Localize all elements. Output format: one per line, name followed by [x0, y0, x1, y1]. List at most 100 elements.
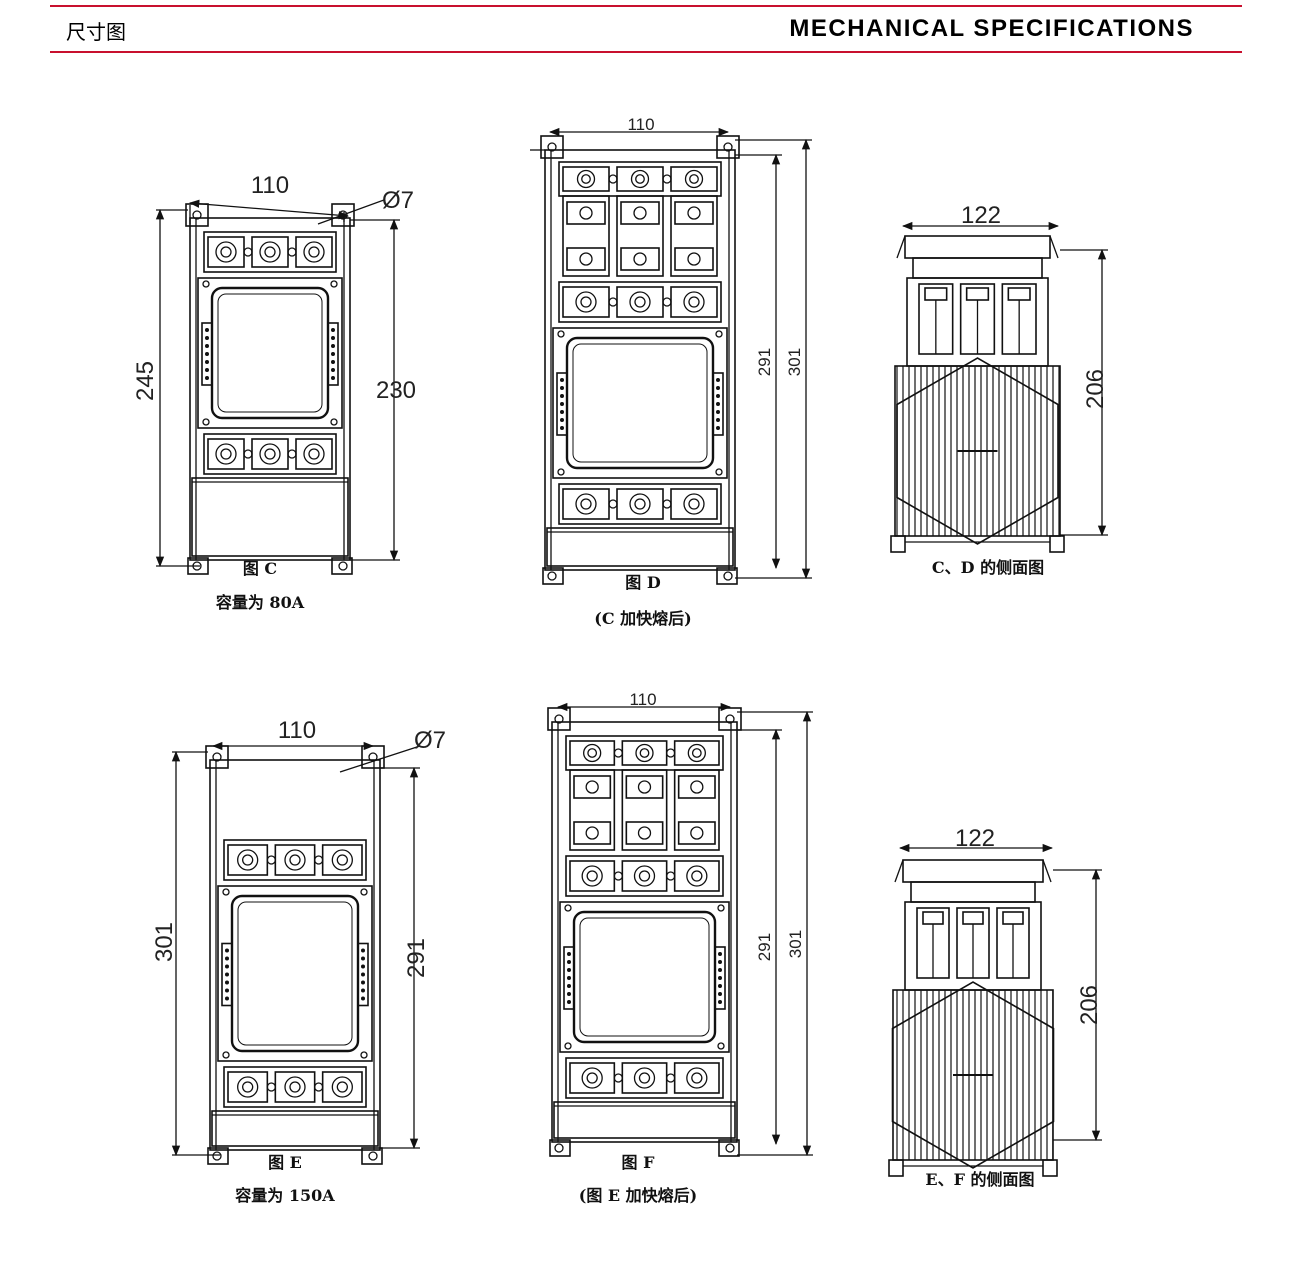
terminal-separator-screw: [666, 748, 676, 758]
indicator-strip-outline: [714, 946, 726, 1010]
terminal-block-outline: [223, 839, 367, 881]
module-window: [230, 894, 360, 1053]
module-body: [552, 327, 728, 479]
terminal-screw-center: [220, 448, 232, 460]
mount-foot-right: [716, 567, 738, 585]
body-screw: [360, 1051, 368, 1059]
terminal-screw: [284, 849, 306, 871]
figure-c-hole-dim: Ø7: [382, 187, 414, 214]
terminal-screw: [683, 493, 705, 515]
side-terminal-nut: [965, 287, 990, 301]
fuse-bottom-clip: [620, 247, 660, 271]
fan-outline: [896, 357, 1059, 545]
module-window: [210, 286, 330, 420]
indicator-dot: [361, 980, 365, 985]
indicator-strip-outline: [563, 946, 575, 1010]
figure-c-subcaption: 容量为 80A: [215, 593, 305, 612]
terminal-separator-screw: [608, 499, 618, 509]
terminal-separator-screw: [662, 297, 672, 307]
figure-c-height-outer-dim: 245: [132, 361, 159, 401]
figure-f-caption: 图 F: [622, 1153, 656, 1172]
side-foot-right: [1042, 1159, 1058, 1177]
terminal-screw-center: [308, 246, 320, 258]
terminal-screw-center: [264, 246, 276, 258]
indicator-dot: [225, 948, 229, 953]
body-screw: [564, 904, 572, 912]
terminal-separator-screw: [613, 1073, 623, 1083]
indicator-strip-left: [221, 942, 233, 1007]
side-handle-edge-left: [896, 235, 906, 259]
terminal-block-bottom: [203, 433, 337, 475]
terminal-screw: [633, 1067, 656, 1089]
indicator-dot: [560, 386, 564, 390]
fuse-body: [670, 195, 718, 277]
fuse-body: [616, 195, 664, 277]
side-ef-height-dim: 206: [1076, 985, 1103, 1025]
side-foot-left: [890, 535, 906, 553]
terminal-screw: [684, 169, 704, 189]
indicator-dot: [225, 980, 229, 985]
body-screw: [360, 888, 368, 896]
terminal-screw-center: [691, 870, 703, 882]
figure-side-ef: [888, 843, 1102, 1177]
terminal-block-outline: [565, 1057, 724, 1099]
terminal-screw-center: [639, 748, 650, 758]
terminal-screw-center: [242, 854, 254, 866]
fuse-top-clip: [620, 201, 660, 225]
indicator-dot: [331, 328, 335, 332]
terminal-screw: [237, 849, 259, 871]
terminal-separator-screw: [662, 174, 672, 184]
figure-e-hole-leader: [339, 745, 421, 773]
page-title-cn: 尺寸图: [66, 20, 126, 44]
side-cd-height-dim: 206: [1082, 369, 1109, 409]
body-screw: [557, 330, 565, 338]
terminal-separator-screw: [287, 247, 297, 257]
terminal-screw-center: [635, 174, 645, 184]
terminal-screw-center: [638, 1072, 651, 1084]
figure-f-subcaption: (图 E 加快熔后): [579, 1186, 697, 1205]
body-screw: [717, 1042, 725, 1050]
mount-foot-left: [549, 1139, 571, 1157]
side-foot-left: [888, 1159, 904, 1177]
indicator-dot: [560, 402, 564, 406]
base-plate: [553, 1101, 736, 1139]
figure-d-caption: 图 D: [625, 573, 661, 592]
terminal-screw-center: [586, 870, 598, 882]
terminal-screw-center: [688, 296, 700, 308]
indicator-dot: [718, 952, 722, 956]
indicator-dot: [560, 394, 564, 398]
terminal-screw: [630, 169, 650, 189]
module-body: [559, 901, 730, 1053]
fuse-body: [621, 769, 668, 851]
side-cd-caption: C、D 的侧面图: [932, 558, 1044, 577]
side-ef-width-dim: 122: [955, 825, 995, 852]
indicator-dot: [225, 996, 229, 1001]
indicator-dot: [361, 972, 365, 977]
indicator-dot: [716, 394, 720, 398]
fuse-bottom-clip: [573, 821, 612, 845]
indicator-strip-left: [201, 322, 213, 386]
terminal-screw: [215, 241, 237, 263]
figure-c-width-dim: 110: [251, 172, 289, 199]
body-screw: [717, 904, 725, 912]
indicator-dot: [560, 426, 564, 430]
body-screw: [557, 468, 565, 476]
indicator-strip-left: [563, 946, 575, 1010]
terminal-screw-center: [289, 854, 301, 866]
indicator-dot: [567, 960, 571, 964]
figure-d-height-outer-dim: 301: [785, 348, 804, 376]
terminal-screw-center: [586, 1072, 598, 1084]
fuse-bottom-bolt: [585, 826, 599, 840]
figure-c: [155, 199, 400, 575]
terminal-separator-screw: [666, 871, 676, 881]
fuse-bottom-bolt: [687, 252, 701, 266]
side-handle-inner: [910, 881, 1036, 903]
indicator-strip-outline: [201, 322, 213, 386]
terminal-separator-screw: [613, 871, 623, 881]
indicator-dot: [718, 1000, 722, 1004]
module-window-inner: [237, 901, 353, 1046]
indicator-dot: [331, 360, 335, 364]
frame-outline: [189, 217, 351, 561]
terminal-block-bottom: [558, 483, 722, 525]
fuse-top-clip: [573, 775, 612, 799]
